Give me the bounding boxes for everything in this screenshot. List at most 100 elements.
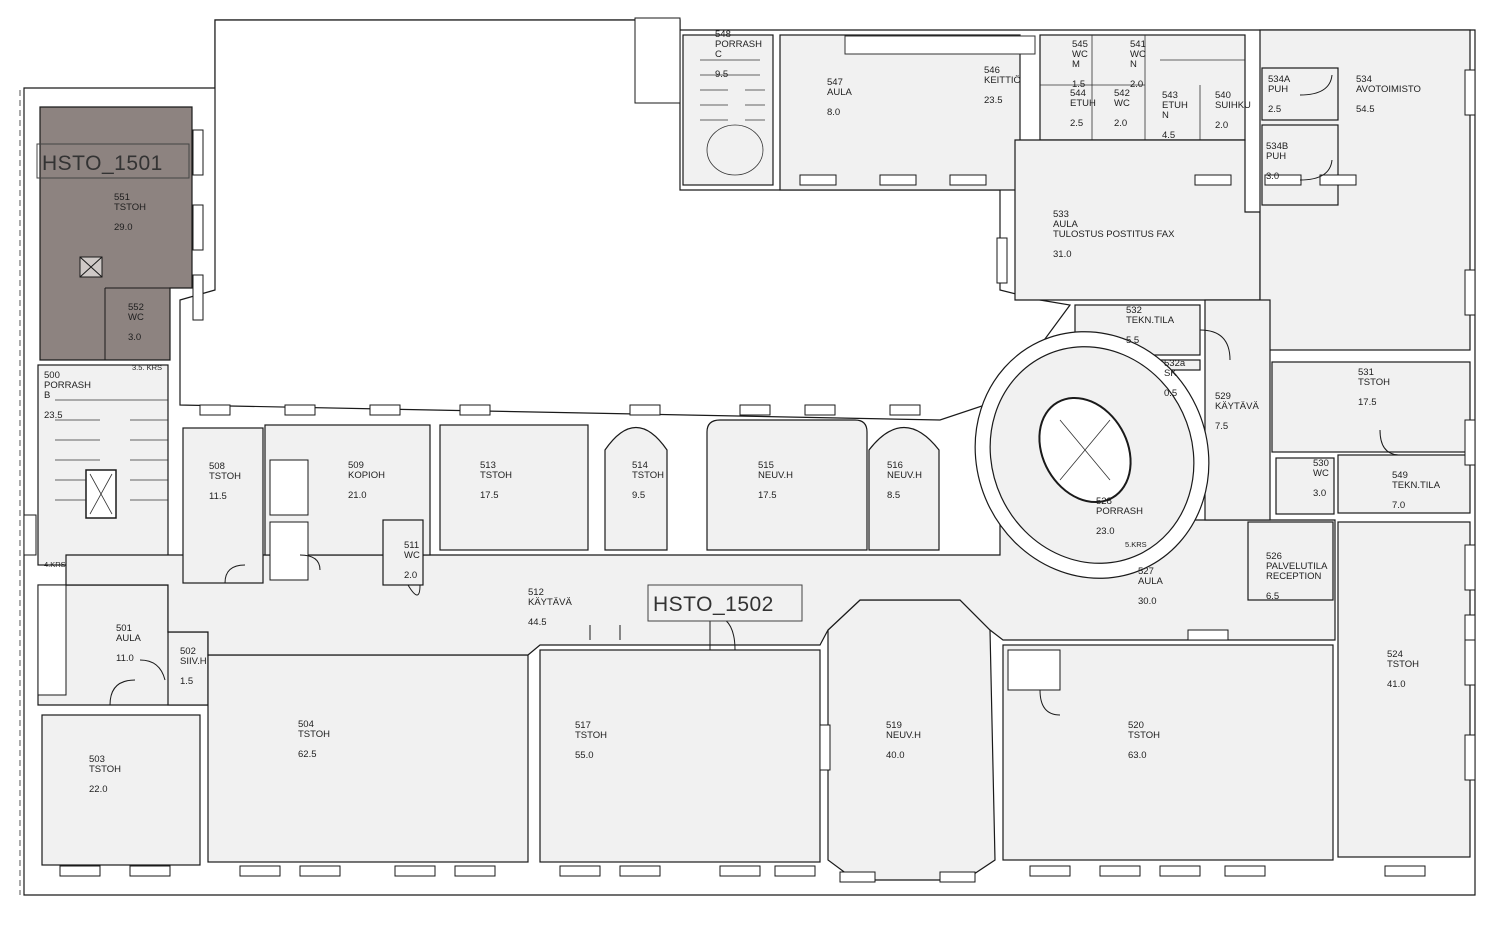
room-number: 520 (1128, 720, 1144, 731)
room-530[interactable] (1275, 457, 1335, 515)
room-name: PORRASH (44, 380, 91, 391)
room-513[interactable] (439, 424, 589, 551)
wc-block (1039, 34, 1246, 141)
room-name: TULOSTUS POSTITUS FAX (1053, 229, 1175, 240)
room-name: WC (1130, 49, 1146, 60)
room-area: 2.5 (1268, 104, 1281, 115)
room-551-highlight[interactable] (39, 106, 193, 361)
room-number: 509 (348, 460, 364, 471)
room-524[interactable] (1337, 521, 1471, 858)
zone-hsto-1502: HSTO_1502 (653, 593, 774, 616)
room-number: 501 (116, 623, 132, 634)
window (559, 865, 601, 877)
room-number: 552 (128, 302, 144, 313)
window (299, 865, 341, 877)
window (839, 871, 876, 883)
room-number: 547 (827, 77, 843, 88)
room-533[interactable] (1014, 139, 1261, 301)
room-508[interactable] (182, 427, 264, 584)
room-number: 544 (1070, 88, 1086, 99)
room-number: 532 (1126, 305, 1142, 316)
room-number: 517 (575, 720, 591, 731)
window (996, 237, 1008, 284)
room-number: 534B (1266, 141, 1288, 152)
room-area: 2.0 (1130, 79, 1143, 90)
room-name: TEKN.TILA (1126, 315, 1175, 326)
room-area: 6.5 (1266, 591, 1279, 602)
room-name: WC (1072, 49, 1088, 60)
room-name: WC (1313, 468, 1329, 479)
room-547[interactable] (779, 34, 1021, 191)
window (619, 865, 661, 877)
window (284, 404, 316, 416)
room-number: 545 (1072, 39, 1088, 50)
room-area: 7.5 (1215, 421, 1228, 432)
room-name: TSTOH (298, 729, 330, 740)
room-name: NEUV.H (758, 470, 793, 481)
room-number: 548 (715, 29, 731, 40)
room-number: 527 (1138, 566, 1154, 577)
room-549[interactable] (1337, 454, 1471, 514)
room-area: 2.0 (1114, 118, 1127, 129)
room-labels: 551TSTOH29.0552WC3.0500PORRASHB23.5548PO… (44, 29, 1441, 795)
room-name: PORRASH (1096, 506, 1143, 517)
room-514[interactable] (604, 426, 668, 551)
room-name: C (715, 49, 722, 60)
doors (109, 74, 1401, 716)
room-531[interactable] (1271, 361, 1471, 453)
room-area: 23.5 (44, 410, 63, 421)
room-area: 11.5 (209, 491, 227, 502)
room-504[interactable] (207, 654, 529, 863)
zone-hsto-1501: HSTO_1501 (42, 152, 163, 175)
window (394, 865, 436, 877)
window (1159, 865, 1201, 877)
room-area: 1.5 (180, 676, 193, 687)
level-mark-4: 4.KRS (44, 560, 66, 569)
room-number: 541 (1130, 39, 1146, 50)
room-area: 17.5 (758, 490, 777, 501)
room-name: M (1072, 59, 1080, 70)
room-area: 54.5 (1356, 104, 1375, 115)
room-area: 1.5 (1072, 79, 1085, 90)
room-number: 515 (758, 460, 774, 471)
room-name: AULA (1053, 219, 1078, 230)
room-number: 530 (1313, 458, 1329, 469)
window (1194, 174, 1232, 186)
window (774, 865, 816, 877)
room-534b[interactable] (1261, 124, 1339, 206)
room-534a[interactable] (1261, 67, 1339, 121)
room-number: 534 (1356, 74, 1372, 85)
room-529[interactable] (1204, 299, 1271, 521)
room-515[interactable] (706, 419, 868, 551)
room-name: ETUH (1070, 98, 1096, 109)
room-name: TSTOH (1387, 659, 1419, 670)
room-name: PUH (1268, 84, 1288, 95)
room-area: 3.0 (128, 332, 141, 343)
room-name: PUH (1266, 151, 1286, 162)
room-500[interactable] (37, 364, 169, 566)
room-number: 502 (180, 646, 196, 657)
room-502[interactable] (167, 631, 209, 706)
room-area: 23.0 (1096, 526, 1115, 537)
window (1464, 544, 1476, 591)
room-511[interactable] (382, 519, 424, 586)
window (1187, 629, 1229, 641)
window (739, 404, 771, 416)
room-526[interactable] (1247, 521, 1334, 601)
room-516[interactable] (868, 426, 940, 551)
room-503[interactable] (41, 714, 201, 866)
room-number: 513 (480, 460, 496, 471)
room-517[interactable] (539, 649, 821, 863)
